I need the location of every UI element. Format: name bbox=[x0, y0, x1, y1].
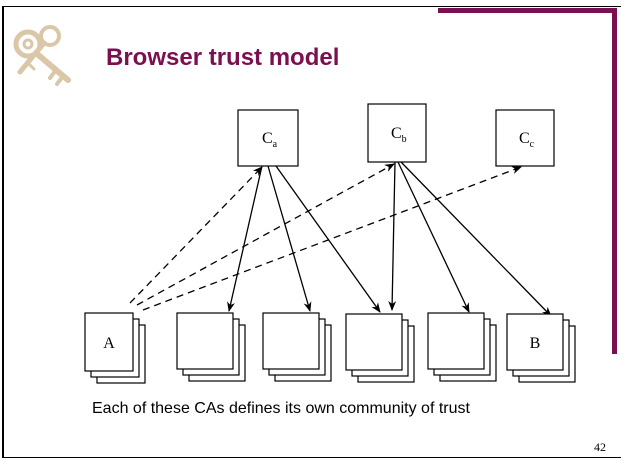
user-trust-link-n1-cc bbox=[142, 166, 522, 311]
community-label-n1: A bbox=[103, 335, 115, 352]
community-node-n5 bbox=[427, 312, 497, 382]
keys-icon bbox=[13, 25, 71, 86]
trust-arrow-cb-n6 bbox=[400, 161, 552, 317]
slide-frame bbox=[2, 6, 621, 458]
trust-arrow-cb-n4 bbox=[388, 161, 397, 311]
accent-bar-right bbox=[612, 8, 617, 354]
user-trust-link-n1-cb bbox=[136, 163, 395, 306]
accent-bar-top bbox=[438, 8, 616, 13]
user-trust-link-n1-ca bbox=[129, 166, 263, 304]
trust-arrow-ca-n4 bbox=[275, 165, 381, 313]
ca-label-cc: Cc bbox=[519, 130, 535, 150]
trust-arrow-cb-n5 bbox=[397, 161, 470, 313]
community-node-n1: A bbox=[84, 312, 146, 384]
community-node-n3 bbox=[262, 312, 332, 382]
ca-box-cc: Cc bbox=[495, 109, 555, 167]
page-number: 42 bbox=[594, 440, 606, 454]
ca-box-ca: Ca bbox=[237, 109, 299, 167]
community-node-n6: B bbox=[506, 313, 576, 383]
ca-box-cb: Cb bbox=[367, 103, 427, 163]
trust-arrow-ca-n2 bbox=[227, 165, 263, 312]
diagram-caption: Each of these CAs defines its own commun… bbox=[92, 400, 470, 417]
community-label-n6: B bbox=[530, 335, 541, 352]
community-node-n2 bbox=[176, 312, 246, 382]
community-node-n4 bbox=[345, 313, 415, 383]
ca-label-cb: Cb bbox=[391, 125, 407, 145]
ca-label-ca: Ca bbox=[262, 130, 278, 150]
trust-arrow-ca-n3 bbox=[267, 165, 312, 312]
slide-title: Browser trust model bbox=[106, 44, 340, 71]
